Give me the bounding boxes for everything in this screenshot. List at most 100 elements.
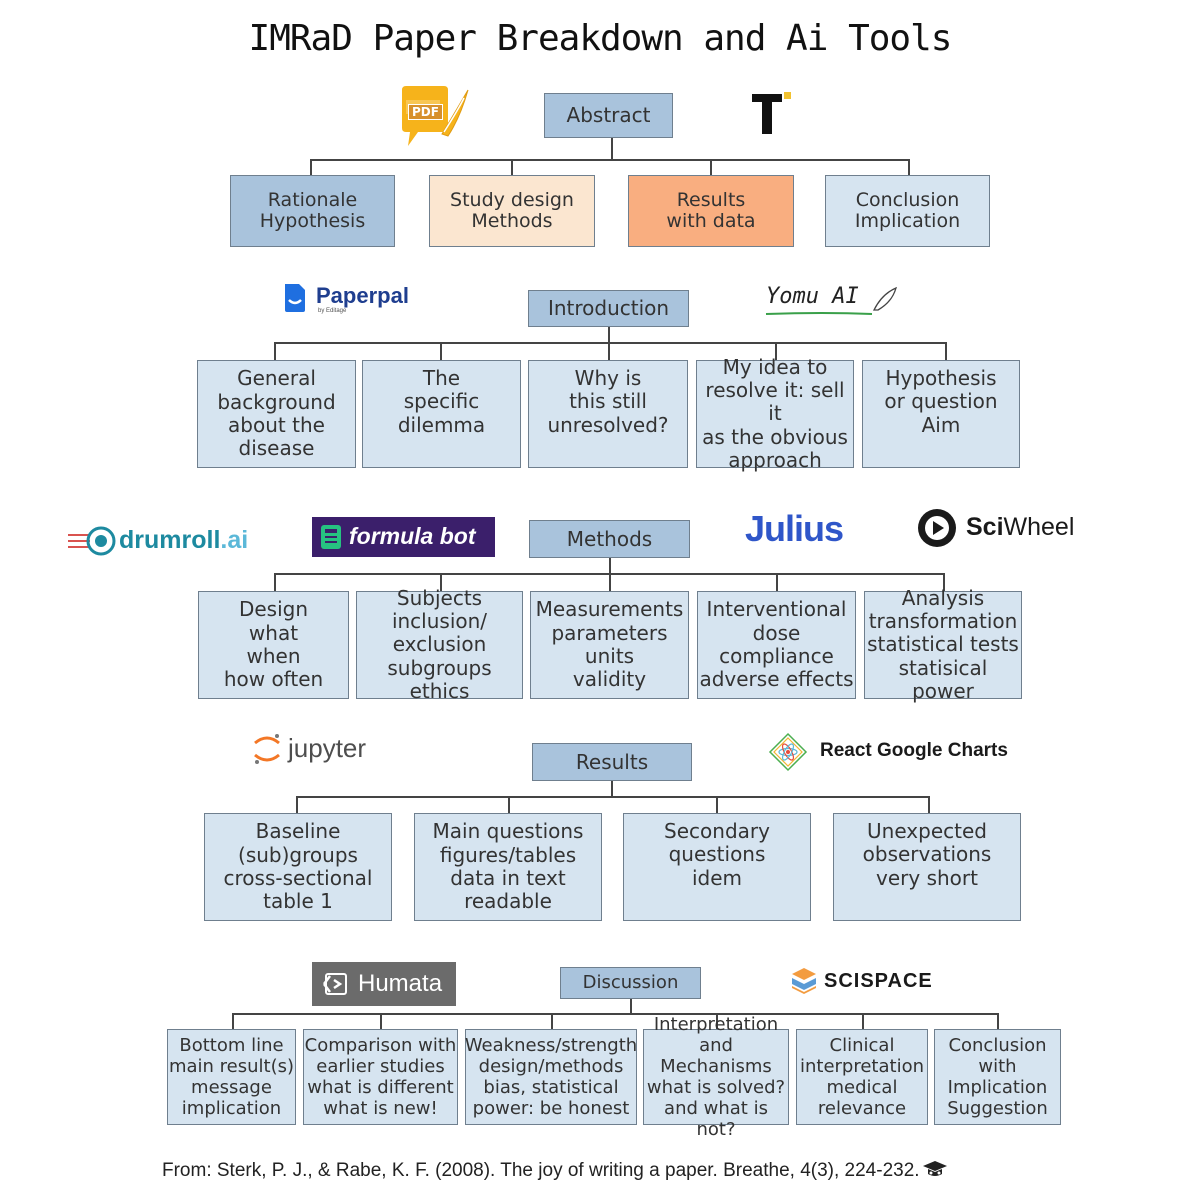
- abstract-header-box: Abstract: [544, 93, 673, 138]
- drumroll-tld-text: .ai: [220, 526, 249, 554]
- drumroll-wordmark: drumroll.ai: [119, 526, 248, 555]
- results-connector-drop: [508, 796, 510, 814]
- introduction-connector-drop: [608, 342, 610, 361]
- graduation-cap-icon: [922, 1161, 947, 1176]
- discussion-header-box: Discussion: [560, 967, 701, 999]
- discussion-item-weakness: Weakness/strength design/methods bias, s…: [465, 1029, 637, 1125]
- t-tool-logo: [750, 88, 794, 138]
- drumroll-ai-logo: drumroll.ai: [68, 522, 278, 560]
- methods-connector-stem: [609, 558, 611, 574]
- introduction-item-hypothesis: Hypothesis or question Aim: [862, 360, 1020, 468]
- humata-wordmark: Humata: [358, 970, 443, 997]
- discussion-connector-bar: [232, 1013, 998, 1015]
- discussion-item-interpretation: Interpretation and Mechanisms what is so…: [643, 1014, 789, 1140]
- results-connector-stem: [611, 781, 613, 797]
- t-letter-icon: [752, 92, 791, 134]
- discussion-connector-stem: [630, 999, 632, 1014]
- citation-text: From: Sterk, P. J., & Rabe, K. F. (2008)…: [162, 1160, 920, 1181]
- citation-footer: From: Sterk, P. J., & Rabe, K. F. (2008)…: [162, 1160, 948, 1182]
- humata-logo: Humata: [312, 962, 456, 1006]
- react-charts-diamond-icon: [768, 732, 808, 772]
- react-google-charts-wordmark: React Google Charts: [820, 740, 1008, 761]
- jupyter-wordmark: jupyter: [288, 733, 367, 763]
- scispace-wordmark: SCISPACE: [824, 970, 933, 992]
- sciwheel-logo: SciWheel: [916, 507, 1086, 551]
- pdf-tool-logo: PDF: [398, 84, 474, 154]
- diagram-title: IMRaD Paper Breakdown and Ai Tools: [248, 18, 953, 59]
- yomu-quill-icon: [765, 286, 898, 315]
- sciwheel-wordmark: SciWheel: [966, 513, 1074, 542]
- discussion-connector-drop: [862, 1013, 864, 1030]
- yomu-ai-logo: Yomu AI: [764, 282, 904, 322]
- abstract-connector-stem: [611, 138, 613, 160]
- paperpal-subtitle: by Editage: [318, 308, 347, 314]
- pdf-badge-label: PDF: [408, 104, 443, 120]
- results-item-unexpected: Unexpected observations very short: [833, 813, 1021, 921]
- julius-logo: Julius: [745, 508, 844, 549]
- abstract-connector-drop: [908, 159, 910, 176]
- drumroll-main-text: drumroll: [119, 526, 221, 554]
- introduction-item-unresolved: Why is this still unresolved?: [528, 360, 688, 468]
- formula-bot-logo: formula bot: [312, 517, 495, 557]
- scispace-logo: SCISPACE: [790, 966, 950, 998]
- drumroll-target-icon: [68, 526, 116, 556]
- discussion-connector-drop: [716, 1013, 718, 1030]
- abstract-connector-drop: [310, 159, 312, 176]
- methods-item-interventional: Interventional dose compliance adverse e…: [697, 591, 856, 699]
- introduction-header-box: Introduction: [528, 290, 689, 327]
- results-connector-bar: [296, 796, 929, 798]
- abstract-item-conclusion: Conclusion Implication: [825, 175, 990, 247]
- formula-bot-icon: [321, 525, 341, 549]
- discussion-item-conclusion: Conclusion with Implication Suggestion: [934, 1029, 1061, 1125]
- methods-item-subjects: Subjects inclusion/ exclusion subgroups …: [356, 586, 523, 703]
- sciwheel-wheel-text: Wheel: [1003, 513, 1075, 541]
- introduction-connector-drop: [775, 342, 777, 361]
- abstract-item-study-design: Study design Methods: [429, 175, 595, 247]
- paperpal-icon: [285, 284, 305, 312]
- methods-item-measurements: Measurements parameters units validity: [530, 591, 689, 699]
- introduction-item-background: General background about the disease: [197, 360, 356, 468]
- introduction-connector-drop: [274, 342, 276, 361]
- discussion-item-comparison: Comparison with earlier studies what is …: [303, 1029, 458, 1125]
- humata-code-icon: [323, 973, 347, 995]
- introduction-connector-stem: [608, 327, 610, 343]
- results-connector-drop: [296, 796, 298, 814]
- methods-header-box: Methods: [529, 520, 690, 558]
- results-connector-drop: [716, 796, 718, 814]
- abstract-connector-drop: [511, 159, 513, 176]
- methods-item-analysis: Analysis transformation statistical test…: [864, 586, 1022, 703]
- jupyter-orbit-icon: [254, 734, 280, 764]
- results-header-box: Results: [532, 743, 692, 781]
- paperpal-wordmark: Paperpal: [316, 283, 409, 308]
- formula-bot-wordmark: formula bot: [349, 523, 476, 549]
- results-connector-drop: [928, 796, 930, 814]
- discussion-connector-drop: [380, 1013, 382, 1030]
- scispace-cube-icon: [792, 968, 816, 994]
- introduction-item-dilemma: The specific dilemma: [362, 360, 521, 468]
- paperpal-logo: Paperpal by Editage: [282, 282, 432, 318]
- abstract-connector-bar: [310, 159, 910, 161]
- discussion-connector-drop: [232, 1013, 234, 1030]
- introduction-connector-bar: [274, 342, 946, 344]
- introduction-connector-drop: [440, 342, 442, 361]
- results-item-secondary: Secondary questions idem: [623, 813, 811, 921]
- discussion-item-clinical: Clinical interpretation medical relevanc…: [796, 1029, 928, 1125]
- methods-connector-drop: [440, 573, 442, 592]
- discussion-item-bottom-line: Bottom line main result(s) message impli…: [167, 1029, 296, 1125]
- introduction-connector-drop: [945, 342, 947, 361]
- methods-connector-drop: [274, 573, 276, 592]
- methods-item-design: Design what when how often: [198, 591, 349, 699]
- sciwheel-sci-text: Sci: [966, 513, 1004, 541]
- methods-connector-drop: [776, 573, 778, 592]
- jupyter-logo: jupyter: [252, 731, 392, 771]
- abstract-connector-drop: [710, 159, 712, 176]
- methods-connector-drop: [609, 573, 611, 592]
- discussion-connector-drop: [551, 1013, 553, 1030]
- react-google-charts-logo: React Google Charts: [768, 732, 1028, 772]
- sciwheel-play-icon: [918, 509, 956, 547]
- introduction-item-idea: My idea to resolve it: sell it as the ob…: [696, 355, 854, 472]
- discussion-connector-drop: [997, 1013, 999, 1030]
- abstract-item-results: Results with data: [628, 175, 794, 247]
- methods-connector-drop: [943, 573, 945, 592]
- abstract-item-rationale: Rationale Hypothesis: [230, 175, 395, 247]
